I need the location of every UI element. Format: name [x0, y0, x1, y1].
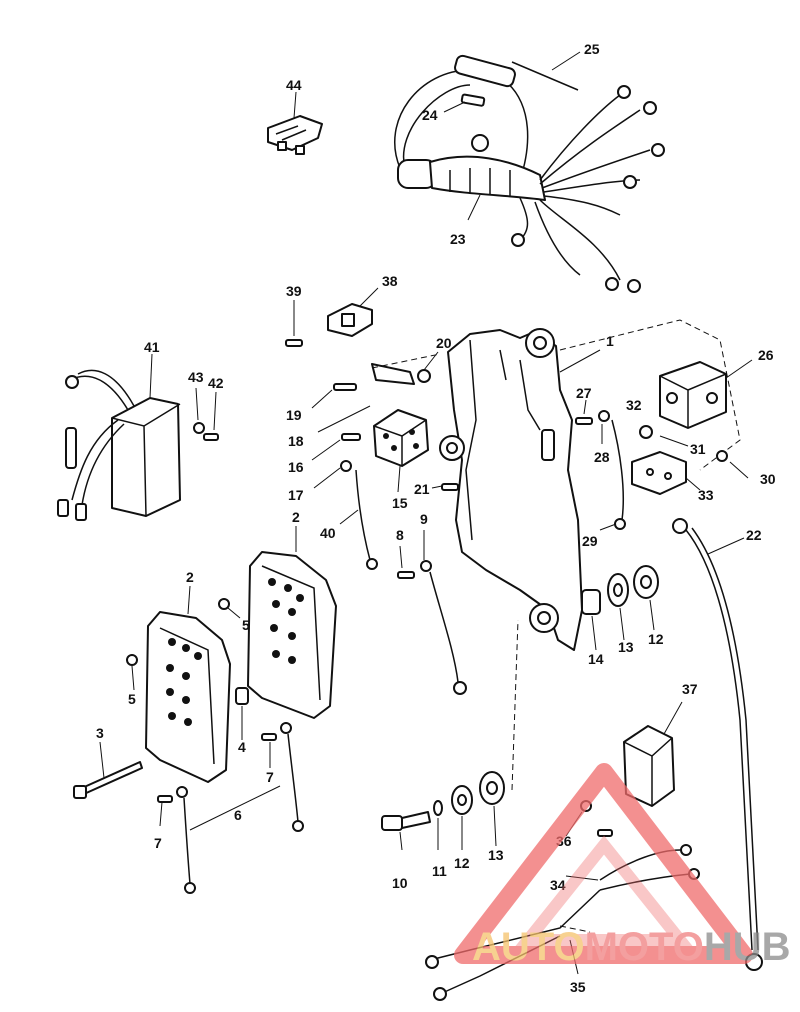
callout-6: 6 [234, 807, 242, 823]
callout-43: 43 [188, 369, 204, 385]
callout-13: 13 [488, 847, 504, 863]
mounting-plate-1 [439, 328, 601, 651]
rectifier-41 [57, 353, 219, 521]
callout-15: 15 [392, 495, 408, 511]
callout-8: 8 [396, 527, 404, 543]
watermark-hub: HUB [704, 925, 791, 969]
callout-13: 13 [618, 639, 634, 655]
callout-17: 17 [288, 487, 304, 503]
callout-31: 31 [690, 441, 706, 457]
callout-27: 27 [576, 385, 592, 401]
watermark-moto: MOTO [585, 925, 704, 969]
callout-12: 12 [454, 855, 470, 871]
callout-28: 28 [594, 449, 610, 465]
hardware-10-14 [381, 565, 659, 851]
callout-35: 35 [570, 979, 586, 995]
callout-22: 22 [746, 527, 762, 543]
leads-6 [157, 722, 304, 894]
callout-26: 26 [758, 347, 774, 363]
callout-29: 29 [582, 533, 598, 549]
callout-20: 20 [436, 335, 452, 351]
callout-30: 30 [760, 471, 776, 487]
terminal-block-15 [311, 351, 459, 570]
callout-9: 9 [420, 511, 428, 527]
callout-42: 42 [208, 375, 224, 391]
terminal-block-44 [267, 91, 323, 155]
watermark-triangle [454, 763, 753, 964]
callout-7: 7 [266, 769, 274, 785]
callout-25: 25 [584, 41, 600, 57]
wiring-harness-23 [394, 51, 665, 293]
callout-24: 24 [422, 107, 438, 123]
callout-16: 16 [288, 459, 304, 475]
callout-21: 21 [414, 481, 430, 497]
callout-39: 39 [286, 283, 302, 299]
callout-41: 41 [144, 339, 160, 355]
callout-18: 18 [288, 433, 304, 449]
svg-text:AUTOMOTOHUB: AUTOMOTOHUB [472, 925, 791, 969]
callout-40: 40 [320, 525, 336, 541]
callout-11: 11 [432, 863, 447, 879]
callout-12: 12 [648, 631, 664, 647]
ground-lead-29 [575, 399, 626, 531]
callout-34: 34 [550, 877, 566, 893]
watermark-auto: AUTO [472, 925, 585, 969]
callout-37: 37 [682, 681, 698, 697]
callout-2: 2 [292, 509, 300, 525]
callout-labels: 1 2 2 3 4 5 5 6 7 7 8 9 10 11 12 12 13 1… [96, 41, 776, 995]
callout-4: 4 [238, 739, 246, 755]
callout-23: 23 [450, 231, 466, 247]
automotohub-watermark: AUTOMOTOHUB [454, 763, 791, 969]
callout-32: 32 [626, 397, 642, 413]
bracket-38 [285, 287, 379, 347]
switch-box-2-upper [247, 526, 337, 719]
callout-7: 7 [154, 835, 162, 851]
callout-10: 10 [392, 875, 408, 891]
callout-1: 1 [606, 333, 614, 349]
switch-box-2-lower [145, 585, 231, 783]
callout-5: 5 [128, 691, 136, 707]
cable-22 [672, 518, 763, 971]
callout-44: 44 [286, 77, 302, 93]
callout-2: 2 [186, 569, 194, 585]
solenoid-26 [559, 319, 753, 495]
callout-14: 14 [588, 651, 604, 667]
callout-33: 33 [698, 487, 714, 503]
screws-3-5 [73, 598, 249, 799]
lead-9 [397, 530, 467, 695]
callout-5: 5 [242, 617, 250, 633]
callout-19: 19 [286, 407, 302, 423]
callout-38: 38 [382, 273, 398, 289]
callout-3: 3 [96, 725, 104, 741]
